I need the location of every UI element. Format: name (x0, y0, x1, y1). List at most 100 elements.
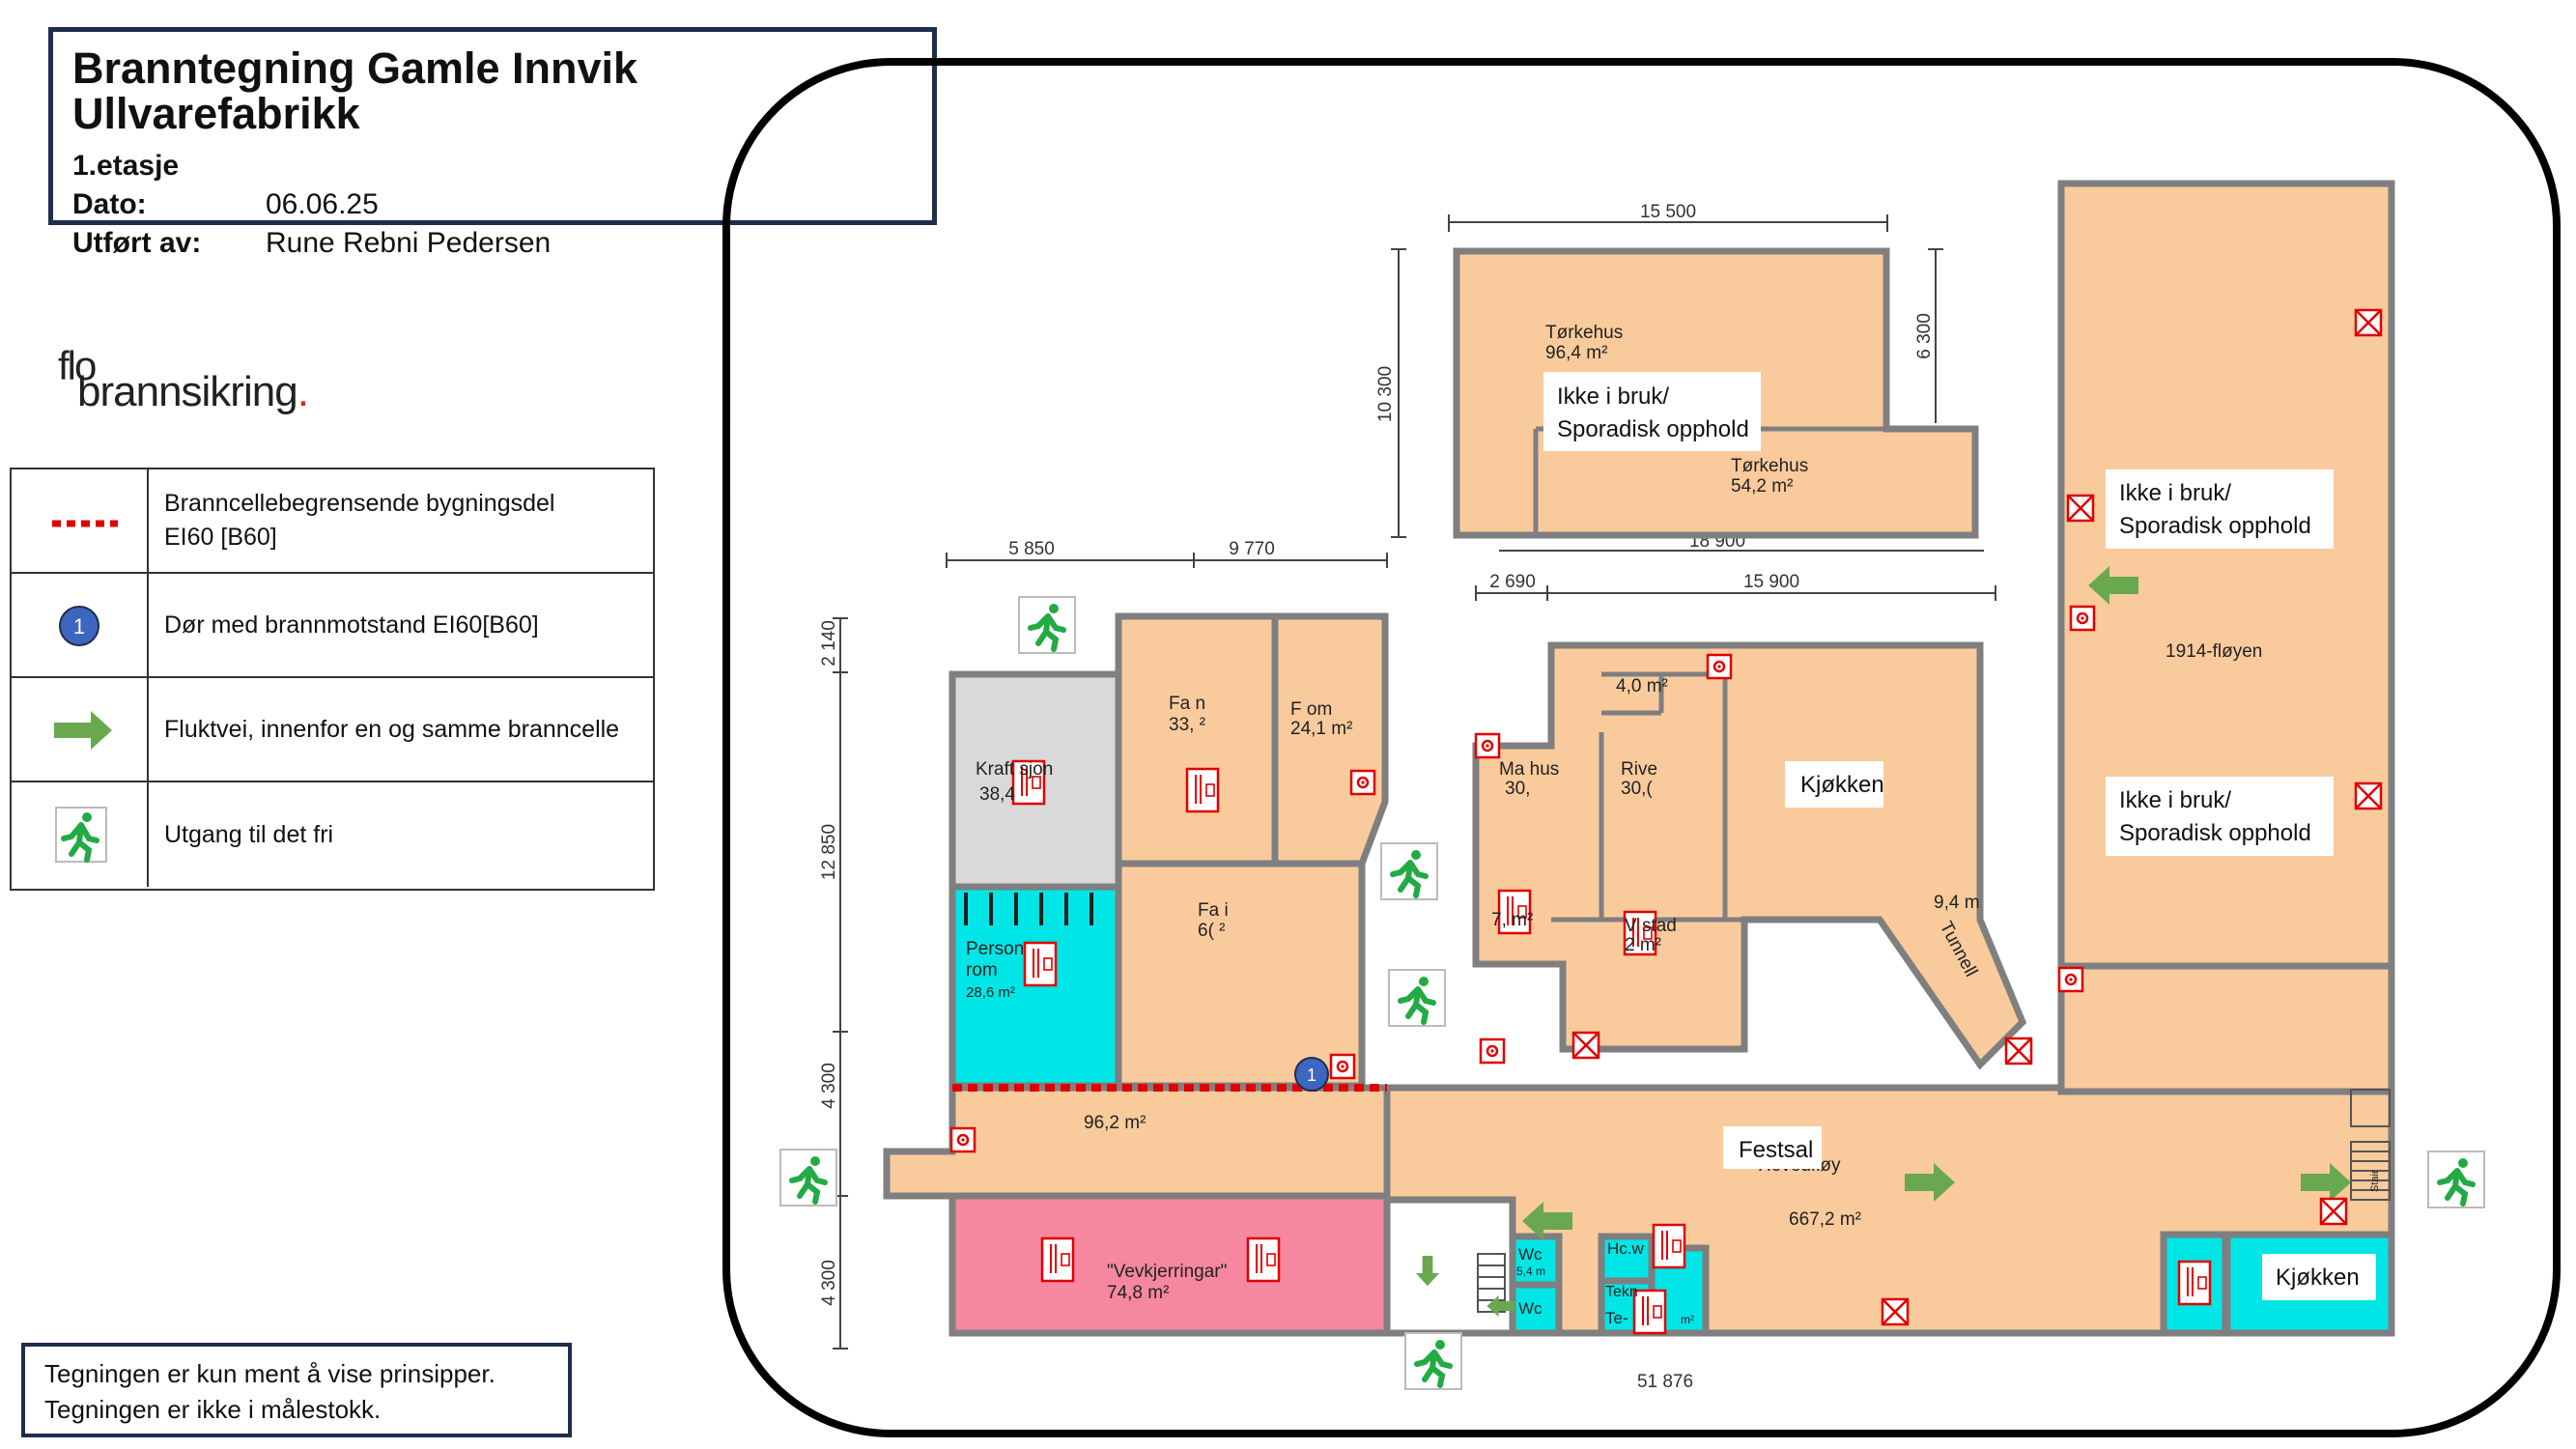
legend-text: Dør med brannmotstand EI60[B60] (164, 611, 539, 639)
dim-label: 15 500 (1640, 202, 1696, 222)
legend-text: Fluktvei, innenfor en og samme branncell… (164, 715, 620, 743)
callout-box (1543, 372, 1761, 451)
logo-text-top: flo (58, 343, 97, 388)
callout-box (2262, 1254, 2376, 1300)
alarm-point-icon (2057, 966, 2084, 993)
room-area: 6( ² (1198, 921, 1226, 941)
room-area: 9,4 m (1934, 893, 1980, 913)
dimension-lines (833, 214, 1996, 1350)
room-name: F om (1290, 699, 1332, 720)
date-value: 06.06.25 (266, 187, 379, 220)
room-name: Wc (1518, 1245, 1543, 1264)
site-frame (722, 58, 2561, 1437)
floor-row: 1.etasje (72, 147, 913, 185)
alarm-point-icon (1349, 769, 1376, 796)
room-name: Fa i (1198, 900, 1229, 921)
legend-row-fire-door: 1 Dør med brannmotstand EI60[B60] (12, 574, 653, 678)
room-name: Ma hus (1499, 759, 1559, 780)
green-arrow-icon (54, 711, 112, 750)
dim-label: 2 140 (819, 620, 839, 667)
legend-symbol-cell: 1 (12, 574, 149, 676)
room-farom-3 (1115, 860, 1366, 1090)
legend-label-sub: EI60 [B60] (164, 524, 277, 551)
logo-word: brannsikring (77, 368, 298, 415)
note-line-2: Tegningen er ikke i målestokk. (44, 1395, 382, 1424)
callout-box (1723, 1126, 1822, 1169)
room-area: 54,2 m² (1731, 476, 1793, 497)
dim-label: 12 850 (819, 824, 839, 880)
exit-running-man-icon (1405, 1333, 1461, 1389)
callout-line-2: Sporadisk opphold (2119, 513, 2311, 539)
room-name: Tørkehus (1731, 456, 1808, 476)
fire-door-badge-icon: 1 (59, 606, 99, 646)
room-area: 33, ² (1169, 715, 1205, 735)
room-area: 5,4 m (1516, 1264, 1545, 1278)
callout-line-2: Sporadisk opphold (2119, 820, 2311, 846)
title-block: Branntegning Gamle Innvik Ullvarefabrikk… (48, 27, 937, 259)
alarm-point-icon (949, 1126, 977, 1153)
callout-box (1785, 761, 1883, 808)
legend-symbol-cell (12, 678, 149, 781)
room-name: Wc (1518, 1299, 1543, 1318)
smoke-detector-icon (1881, 1297, 1910, 1326)
author-row: Utført av: Rune Rebni Pedersen (72, 224, 913, 263)
alarm-point-icon (1479, 1037, 1506, 1065)
exit-running-man-icon (780, 1150, 836, 1206)
exit-running-man-icon (55, 807, 107, 863)
callouts: Ikke i bruk/ Sporadisk opphold Ikke i br… (1543, 372, 2376, 1300)
dim-label: 4 300 (819, 1260, 839, 1306)
legend-row-exit: Utgang til det fri (12, 782, 653, 887)
smoke-detector-icon (2354, 308, 2383, 337)
fire-extinguisher-icon (2177, 1260, 2212, 1306)
date-label: Dato: (72, 187, 147, 220)
exit-running-man-icon (1389, 970, 1445, 1026)
fire-extinguisher-icon (1023, 941, 1058, 987)
room-name: Kraft sjon (976, 759, 1053, 780)
legend-row-escape-route: Fluktvei, innenfor en og samme branncell… (12, 678, 653, 782)
room-name: 1914-fløyen (2166, 641, 2262, 662)
room-area: 4,0 m² (1616, 676, 1668, 696)
room-labels: Tørkehus 96,4 m² Tørkehus 54,2 m² Kraft … (966, 323, 2381, 1327)
room-area: 667,2 m² (1789, 1209, 1861, 1230)
alarm-point-icon (2069, 605, 2096, 632)
alarm-point-icon (1706, 653, 1733, 680)
note-line-1: Tegningen er kun ment å vise prinsipper. (44, 1359, 495, 1388)
callout-box (2106, 777, 2334, 856)
fire-extinguisher-icon (1185, 767, 1220, 813)
room-middle-cluster (1472, 641, 2027, 1070)
dim-label: 2 690 (1489, 572, 1536, 592)
legend-text: Utgang til det fri (164, 820, 334, 848)
author-label: Utført av: (72, 226, 202, 259)
callout-box (2106, 469, 2334, 549)
room-area: 2 m² (1625, 935, 1661, 955)
room-vevkjerringar (948, 1192, 1391, 1337)
room-name: Hc.w (1607, 1239, 1645, 1258)
author-value: Rune Rebni Pedersen (266, 226, 552, 259)
room-name: Tørkehus (1545, 323, 1623, 343)
room-farom-1 (1115, 612, 1279, 867)
room-name: Te- (1605, 1309, 1628, 1327)
room-area: m² (1681, 1313, 1694, 1326)
dim-label: 10 300 (1375, 366, 1396, 422)
company-logo: flo brannsikring. (58, 343, 367, 420)
dim-label: 9 770 (1229, 539, 1275, 559)
room-farom-2 (1271, 612, 1389, 867)
disclaimer-note: Tegningen er kun ment å vise prinsipper.… (21, 1343, 572, 1437)
red-dotted-line-icon (52, 520, 118, 527)
smoke-detector-icon (2354, 781, 2383, 810)
room-name: Rive (1621, 759, 1657, 780)
legend-symbol-cell (12, 782, 149, 887)
room-name: Person (966, 939, 1024, 959)
callout-line-1: Ikke i bruk/ (1557, 384, 1669, 410)
badge-number: 1 (73, 614, 85, 639)
room-name-line-2: rom (966, 960, 998, 980)
room-name: Tekn (1605, 1284, 1638, 1300)
smoke-detector-icon (2066, 494, 2095, 523)
exit-running-man-icon (1381, 843, 1437, 899)
fire-door-badge: 1 (1294, 1057, 1329, 1092)
floor-label: 1.etasje (72, 149, 180, 182)
room-area: 96,4 m² (1545, 343, 1607, 363)
callout-line-1: Ikke i bruk/ (2119, 480, 2231, 506)
